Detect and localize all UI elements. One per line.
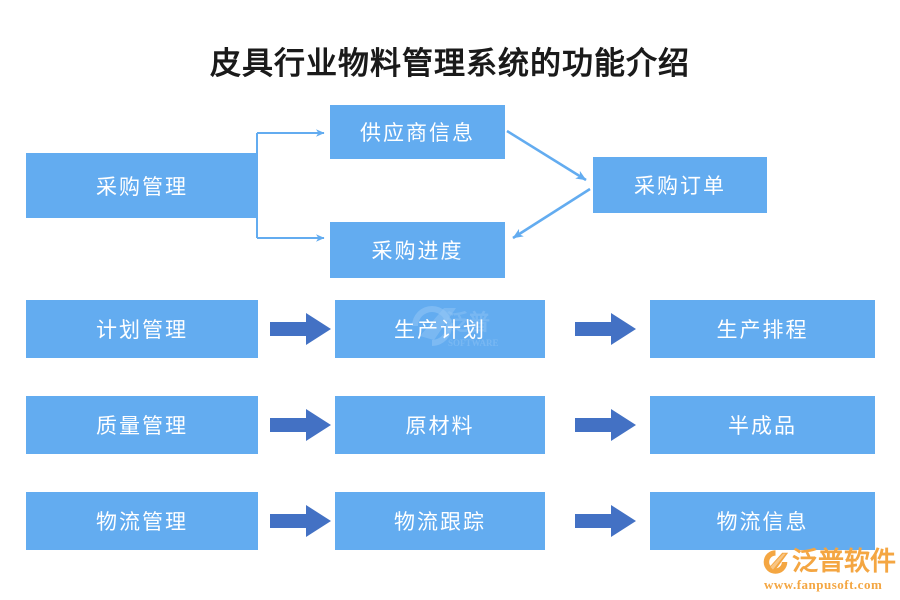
- node-raw-material[interactable]: 原材料: [335, 396, 545, 454]
- node-logistics-tracking[interactable]: 物流跟踪: [335, 492, 545, 550]
- arrow-production-plan-to-scheduling: [575, 313, 636, 345]
- node-logistics-info[interactable]: 物流信息: [650, 492, 875, 550]
- node-logistics-management[interactable]: 物流管理: [26, 492, 258, 550]
- node-purchase-order[interactable]: 采购订单: [593, 157, 767, 213]
- connector-purchase-branch: [256, 129, 325, 242]
- connector-supplier-to-order: [506, 129, 587, 182]
- arrow-planning-to-production-plan: [270, 313, 331, 345]
- node-semi-finished-product[interactable]: 半成品: [650, 396, 875, 454]
- node-supplier-info[interactable]: 供应商信息: [330, 105, 505, 159]
- arrow-raw-material-to-semi-finished: [575, 409, 636, 441]
- page-title: 皮具行业物料管理系统的功能介绍: [210, 46, 690, 81]
- company-logo: 泛普软件 www.fanpusoft.com: [762, 548, 896, 596]
- arrow-logistics-to-tracking: [270, 505, 331, 537]
- arrow-tracking-to-logistics-info: [575, 505, 636, 537]
- logo-row: 泛普软件: [762, 548, 896, 576]
- node-quality-management[interactable]: 质量管理: [26, 396, 258, 454]
- node-production-plan[interactable]: 生产计划: [335, 300, 545, 358]
- node-planning-management[interactable]: 计划管理: [26, 300, 258, 358]
- connector-order-to-progress: [512, 187, 591, 240]
- arrow-quality-to-raw-material: [270, 409, 331, 441]
- node-production-scheduling[interactable]: 生产排程: [650, 300, 875, 358]
- node-purchase-management[interactable]: 采购管理: [26, 153, 258, 218]
- logo-wordmark: 泛普软件: [791, 547, 896, 576]
- node-purchase-progress[interactable]: 采购进度: [330, 222, 505, 278]
- fanpu-mark-icon: [763, 550, 789, 574]
- logo-url: www.fanpusoft.com: [764, 577, 883, 592]
